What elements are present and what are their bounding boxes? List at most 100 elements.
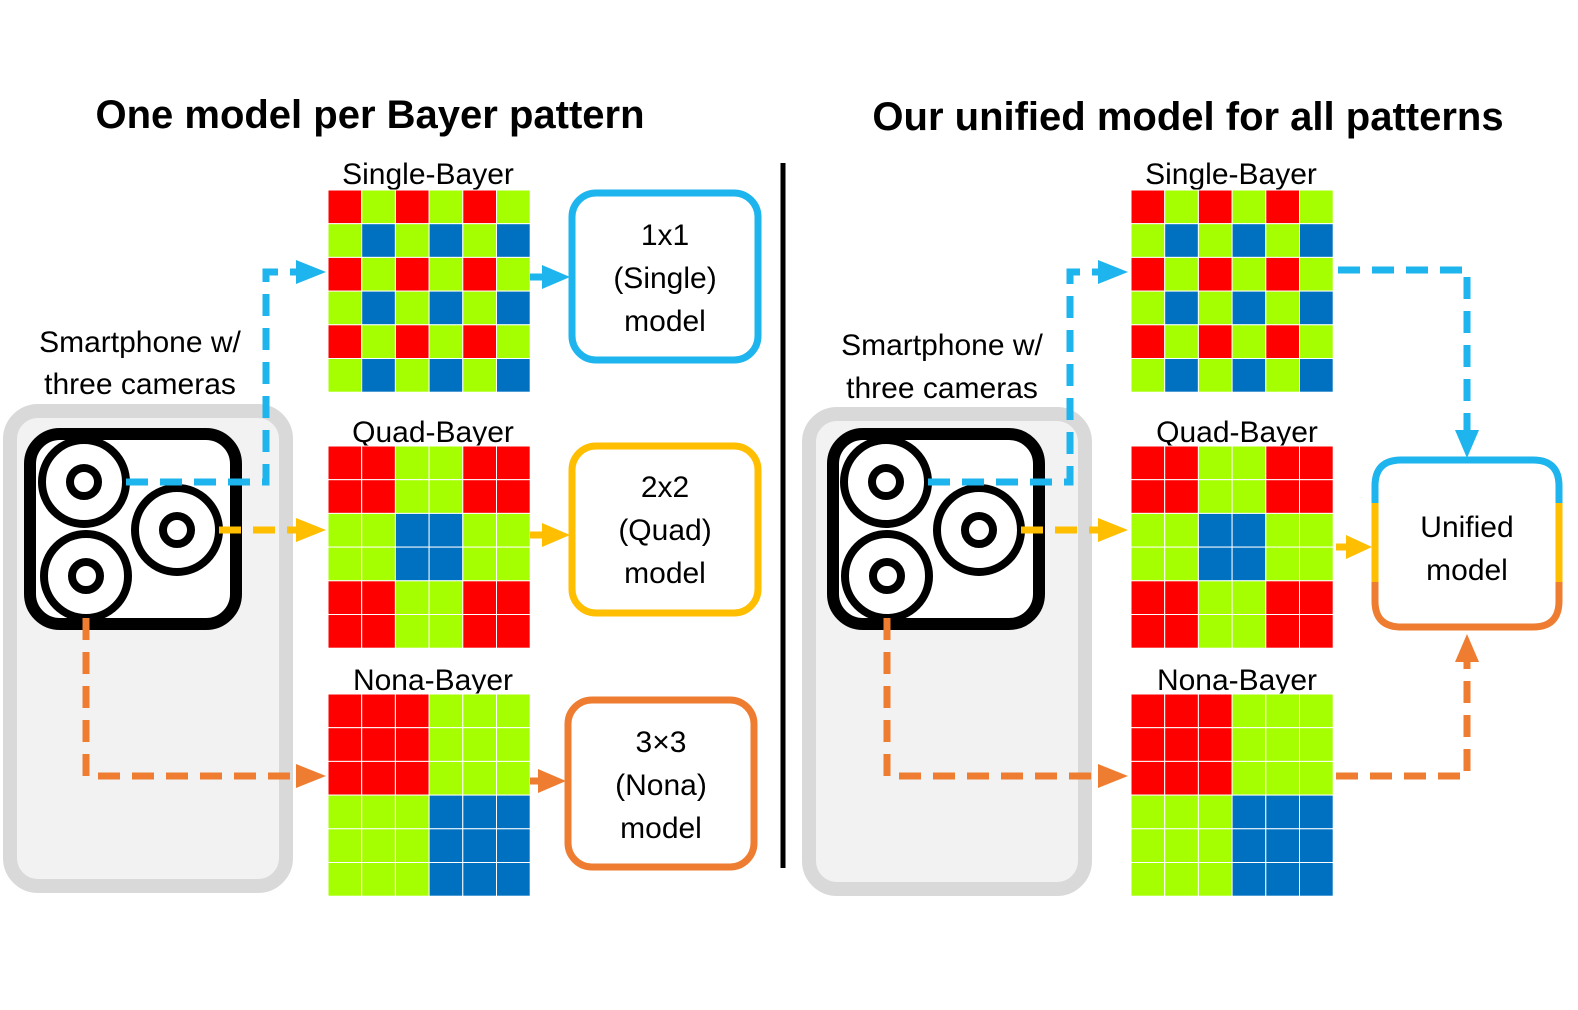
bayer-cell	[394, 862, 430, 897]
bayer-cell	[1197, 760, 1233, 796]
bayer-cell	[1130, 828, 1166, 863]
left-pattern-label-nona: Nona-Bayer	[353, 664, 513, 697]
bayer-cell	[1231, 580, 1267, 615]
bayer-cell	[394, 256, 430, 292]
bayer-cell	[1197, 614, 1233, 649]
bayer-cell	[1265, 760, 1301, 796]
bayer-cell	[1164, 693, 1199, 729]
bayer-cell	[462, 223, 497, 258]
bayer-cell	[1164, 290, 1199, 326]
bayer-cell	[1164, 189, 1199, 225]
bayer-cell	[1164, 828, 1199, 863]
bayer-cell	[1130, 614, 1166, 649]
bayer-cell	[327, 828, 363, 863]
single-model-line3: model	[624, 305, 706, 338]
right-single-to-unified	[1338, 266, 1471, 432]
bayer-cell	[496, 862, 531, 897]
bayer-cell	[428, 693, 464, 729]
bayer-cell	[1197, 324, 1233, 359]
arrow-right-icon	[296, 518, 326, 542]
bayer-cell	[361, 324, 396, 359]
left-single-bayer-grid	[327, 189, 531, 393]
bayer-cell	[327, 479, 363, 514]
arrow-down-icon	[1455, 430, 1479, 458]
bayer-cell	[1265, 479, 1301, 514]
bayer-cell	[394, 580, 430, 615]
unified-border-bottom	[1371, 582, 1563, 631]
bayer-cell	[1299, 546, 1334, 582]
right-lens-top	[840, 436, 932, 528]
bayer-cell	[394, 189, 430, 225]
bayer-cell	[327, 445, 363, 481]
bayer-cell	[428, 794, 464, 830]
bayer-cell	[394, 445, 430, 481]
bayer-cell	[1265, 445, 1301, 481]
bayer-cell	[361, 223, 396, 258]
bayer-cell	[1197, 512, 1233, 548]
bayer-cell	[1299, 862, 1334, 897]
bayer-cell	[327, 693, 363, 729]
arrow-right-icon	[1098, 764, 1128, 788]
bayer-cell	[1299, 290, 1334, 326]
arrow-right-icon	[538, 769, 566, 793]
bayer-cell	[428, 828, 464, 863]
left-nona-bayer-grid	[327, 693, 531, 897]
arrow-right-icon	[542, 265, 570, 289]
single-model-line2: (Single)	[613, 262, 716, 295]
bayer-cell	[1299, 445, 1334, 481]
bayer-cell	[496, 727, 531, 762]
bayer-cell	[394, 324, 430, 359]
bayer-cell	[1164, 445, 1199, 481]
bayer-cell	[496, 794, 531, 830]
bayer-cell	[327, 580, 363, 615]
bayer-cell	[1130, 512, 1166, 548]
bayer-cell	[496, 828, 531, 863]
left-pattern-label-quad: Quad-Bayer	[352, 416, 514, 449]
bayer-cell	[496, 760, 531, 796]
bayer-cell	[1299, 479, 1334, 514]
bayer-cell	[1231, 546, 1267, 582]
bayer-cell	[462, 760, 497, 796]
arrow-right-icon	[296, 764, 326, 788]
right-phone-label-line1: Smartphone w/	[841, 329, 1043, 362]
bayer-cell	[1265, 794, 1301, 830]
unified-model-box	[1375, 460, 1559, 627]
bayer-cell	[462, 862, 497, 897]
bayer-cell	[1197, 189, 1233, 225]
unified-model-line2: model	[1426, 554, 1508, 587]
arrow-right-icon	[542, 523, 570, 547]
bayer-cell	[462, 580, 497, 615]
unified-model-line1: Unified	[1420, 511, 1513, 544]
bayer-cell	[462, 693, 497, 729]
bayer-cell	[1164, 794, 1199, 830]
nona-model-line3: model	[620, 812, 702, 845]
bayer-cell	[1130, 290, 1166, 326]
bayer-cell	[428, 727, 464, 762]
bayer-cell	[361, 479, 396, 514]
bayer-cell	[496, 580, 531, 615]
bayer-cell	[1130, 479, 1166, 514]
bayer-cell	[394, 614, 430, 649]
bayer-cell	[1265, 223, 1301, 258]
bayer-cell	[1265, 512, 1301, 548]
bayer-cell	[496, 223, 531, 258]
bayer-cell	[462, 794, 497, 830]
left-lens-top	[38, 436, 130, 528]
right-title: Our unified model for all patterns	[872, 95, 1503, 139]
bayer-cell	[1130, 358, 1166, 393]
bayer-cell	[462, 546, 497, 582]
bayer-cell	[361, 614, 396, 649]
bayer-cell	[394, 290, 430, 326]
right-single-path	[928, 268, 1100, 486]
bayer-cell	[327, 290, 363, 326]
bayer-cell	[1164, 358, 1199, 393]
single-model-line1: 1x1	[641, 219, 689, 252]
bayer-cell	[394, 223, 430, 258]
bayer-cell	[1265, 727, 1301, 762]
bayer-cell	[496, 546, 531, 582]
bayer-cell	[1299, 727, 1334, 762]
bayer-cell	[327, 223, 363, 258]
bayer-cell	[1299, 828, 1334, 863]
left-quad-bayer-grid	[327, 445, 531, 649]
bayer-cell	[1164, 223, 1199, 258]
